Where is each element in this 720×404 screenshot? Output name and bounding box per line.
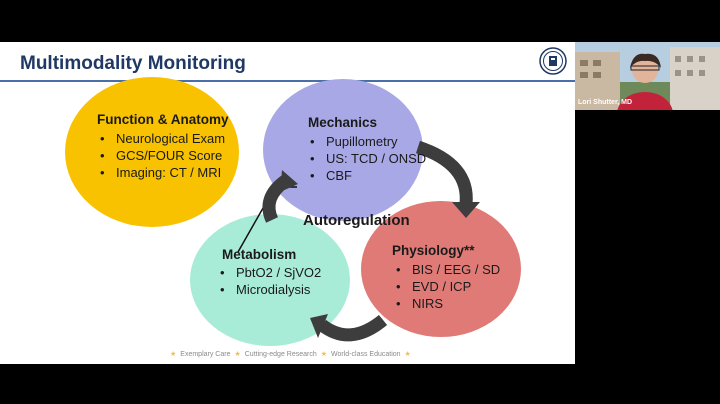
list-item: Microdialysis	[220, 282, 310, 297]
arrowhead-metabolism-to-mechanics	[280, 170, 298, 192]
list-item: PbtO2 / SjVO2	[220, 265, 321, 280]
arrowhead-physiology-to-metabolism	[310, 314, 328, 338]
list-item: GCS/FOUR Score	[100, 148, 222, 163]
list-item: CBF	[310, 168, 352, 183]
center-label-autoregulation: Autoregulation	[303, 212, 410, 229]
title-divider	[0, 80, 575, 82]
footer-star-icon: ★	[170, 351, 177, 358]
webcam-tile[interactable]: Lori Shutter, MD	[575, 42, 720, 110]
list-item: Pupillometry	[310, 134, 398, 149]
circle-mechanics	[263, 79, 423, 221]
footer-star-icon: ★	[234, 351, 241, 358]
participant-name: Lori Shutter, MD	[578, 99, 633, 106]
participant-silhouette	[617, 92, 673, 110]
list-item: EVD / ICP	[396, 279, 471, 294]
list-item: BIS / EEG / SD	[396, 262, 500, 277]
diagram	[65, 77, 521, 346]
footer-item: World-class Education	[331, 350, 401, 358]
circle-metabolism	[190, 214, 350, 346]
heading-function-anatomy: Function & Anatomy	[97, 112, 229, 127]
list-item: US: TCD / ONSD	[310, 151, 426, 166]
heading-physiology: Physiology**	[392, 243, 475, 258]
university-seal-icon	[539, 47, 567, 75]
list-item: Neurological Exam	[100, 131, 225, 146]
slide-title: Multimodality Monitoring	[20, 53, 246, 74]
presentation-slide: Multimodality Monitoring Autoregulation …	[0, 42, 575, 364]
footer-item: Cutting-edge Research	[244, 350, 317, 358]
footer-star-icon: ★	[404, 351, 411, 358]
heading-mechanics: Mechanics	[308, 115, 378, 130]
heading-metabolism: Metabolism	[222, 247, 297, 262]
footer-item: Exemplary Care	[180, 350, 231, 358]
list-item: Imaging: CT / MRI	[100, 165, 221, 180]
arrowhead-mechanics-to-physiology	[452, 202, 480, 218]
slide-footer: ★ Exemplary Care ★ Cutting-edge Research…	[170, 350, 411, 359]
list-item: NIRS	[396, 296, 443, 311]
footer-star-icon: ★	[320, 351, 328, 358]
webcam-video	[575, 42, 720, 110]
